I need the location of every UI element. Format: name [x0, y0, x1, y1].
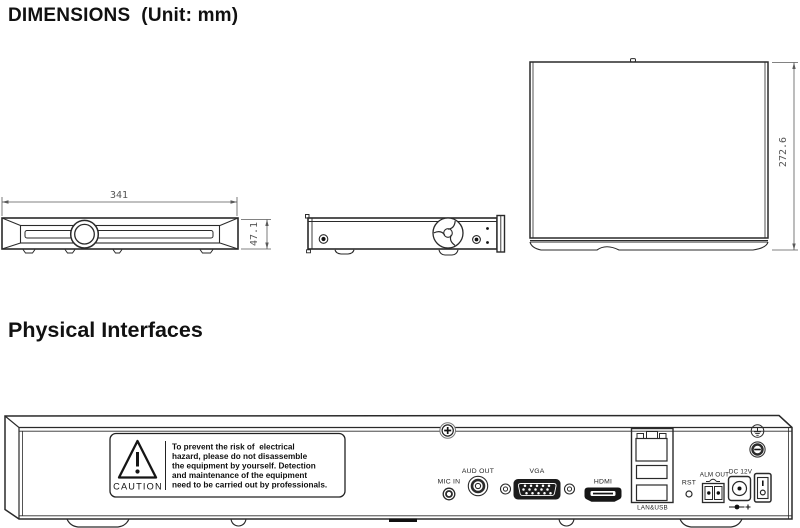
section-title: Physical Interfaces [8, 318, 203, 342]
front-height-dimension: 47.1 [241, 219, 271, 250]
vga-pins [522, 484, 552, 495]
polarity-icon [729, 504, 751, 510]
usb-port-2 [635, 484, 668, 502]
caution-text: To prevent the risk of electrical hazard… [172, 443, 327, 490]
svg-text:need to be carried out by prof: need to be carried out by professionals. [172, 481, 327, 490]
hdmi-port: HDMI [584, 479, 622, 502]
front-view [1, 217, 239, 254]
top-front-bezel [529, 241, 769, 251]
svg-text:hazard, please do not disassem: hazard, please do not disassemble [172, 452, 308, 461]
vga-port: VGA [499, 468, 576, 500]
page-title: DIMENSIONS (Unit: mm) [8, 5, 239, 26]
svg-text:AUD OUT: AUD OUT [462, 468, 494, 475]
svg-text:the equipment by yourself. Det: the equipment by yourself. Detection [172, 462, 316, 471]
side-front-bezel [496, 214, 506, 253]
dc-power-jack: DC 12V [727, 469, 753, 510]
svg-text:ALM OUT: ALM OUT [700, 472, 729, 479]
front-slot-left [24, 230, 73, 239]
side-view [305, 214, 506, 256]
lan-usb-block: LAN&USB [630, 427, 674, 512]
caution-label: CAUTION To prevent the risk of electrica… [109, 432, 346, 498]
top-view [529, 58, 769, 251]
usb-port-1 [635, 464, 668, 480]
svg-text:To prevent the risk of electr: To prevent the risk of electrical [172, 443, 295, 452]
rst-button: RST [682, 480, 696, 498]
top-latch [630, 58, 636, 63]
svg-text:and maintenance of the equipme: and maintenance of the equipment [172, 471, 307, 480]
ground-icon [750, 424, 765, 438]
rear-panel-drawing: CAUTION To prevent the risk of electrica… [4, 414, 793, 528]
top-depth-value: 272.6 [778, 137, 789, 167]
side-feet [334, 249, 459, 256]
ground-terminal [749, 424, 766, 458]
screw-icon [439, 422, 457, 439]
top-depth-dimension: 272.6 [772, 62, 798, 251]
side-screw-left-icon [318, 234, 329, 244]
dimensions-drawing: 341 47.1 [1, 58, 798, 256]
side-screw-right-icon [472, 235, 481, 244]
svg-text:VGA: VGA [529, 468, 544, 475]
caution-word: CAUTION [113, 482, 163, 492]
svg-text:MIC IN: MIC IN [438, 479, 461, 486]
svg-text:HDMI: HDMI [594, 479, 612, 486]
bottom-vent-slot [389, 518, 417, 522]
rear-feet [66, 518, 743, 528]
svg-text:LAN&USB: LAN&USB [637, 505, 668, 512]
mic-in-port: MIC IN [438, 479, 461, 501]
warning-triangle-icon [117, 439, 158, 479]
fan-icon [432, 217, 464, 249]
front-height-value: 47.1 [249, 222, 260, 246]
front-feet [22, 249, 214, 254]
svg-text:DC 12V: DC 12V [729, 469, 753, 476]
front-slot-right [96, 230, 214, 239]
alm-out-terminal: ALM OUT [700, 472, 729, 504]
power-switch [753, 472, 772, 503]
front-width-dimension: 341 [1, 190, 238, 216]
aud-out-port: AUD OUT [462, 468, 494, 497]
svg-text:RST: RST [682, 480, 696, 487]
front-width-value: 341 [110, 190, 128, 201]
ethernet-port [635, 431, 668, 462]
